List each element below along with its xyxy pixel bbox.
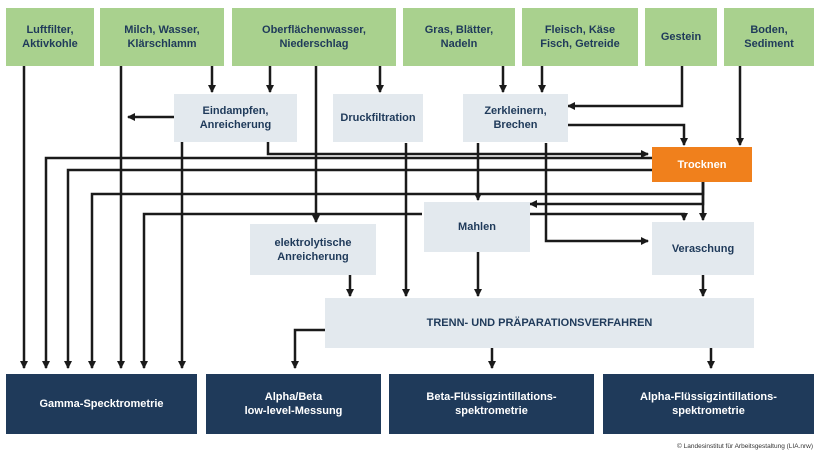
- arrow-mahlen-veraschung: [530, 212, 688, 221]
- process-zerkleinern: Zerkleinern, Brechen: [463, 94, 568, 142]
- arrow-gestein-zerkleinern: [567, 66, 684, 110]
- measurement-alphabeta: Alpha/Beta low-level-Messung: [206, 374, 381, 434]
- arrow-zerkleinern-trocknen: [568, 123, 688, 146]
- process-mahlen: Mahlen: [424, 202, 530, 252]
- arrow-zerkleinern-veraschung: [544, 143, 649, 245]
- arrow-trocknen-gamma-1: [42, 156, 652, 369]
- measurement-beta-fluessig: Beta-Flüssigzintillations- spektrometrie: [389, 374, 594, 434]
- process-trocknen: Trocknen: [652, 147, 752, 182]
- process-trennverfahren: TRENN- UND PRÄPARATIONSVERFAHREN: [325, 298, 754, 348]
- process-veraschung: Veraschung: [652, 222, 754, 275]
- process-druckfiltration: Druckfiltration: [333, 94, 423, 142]
- measurement-alpha-fluessig: Alpha-Flüssigzintillations- spektrometri…: [603, 374, 814, 434]
- arrow-eindampfen-trocknen: [266, 142, 649, 158]
- arrow-trennung-alphabeta: [291, 328, 325, 369]
- source-boden: Boden, Sediment: [724, 8, 814, 66]
- source-gras: Gras, Blätter, Nadeln: [403, 8, 515, 66]
- source-fleisch: Fleisch, Käse Fisch, Getreide: [522, 8, 638, 66]
- source-oberflaechenwasser: Oberflächenwasser, Niederschlag: [232, 8, 396, 66]
- arrow-mahlen-gamma: [140, 212, 422, 369]
- source-milch: Milch, Wasser, Klärschlamm: [100, 8, 224, 66]
- process-eindampfen: Eindampfen, Anreicherung: [174, 94, 297, 142]
- source-luftfilter: Luftfilter, Aktivkohle: [6, 8, 94, 66]
- copyright-credit: © Landesinstitut für Arbeitsgestaltung (…: [677, 443, 813, 450]
- measurement-gamma: Gamma-Specktrometrie: [6, 374, 197, 434]
- arrow-trocknen-gamma-2: [64, 168, 652, 369]
- arrow-trocknen-mahlen: [529, 182, 705, 208]
- source-gestein: Gestein: [645, 8, 717, 66]
- process-elektrolytisch: elektrolytische Anreicherung: [250, 224, 376, 275]
